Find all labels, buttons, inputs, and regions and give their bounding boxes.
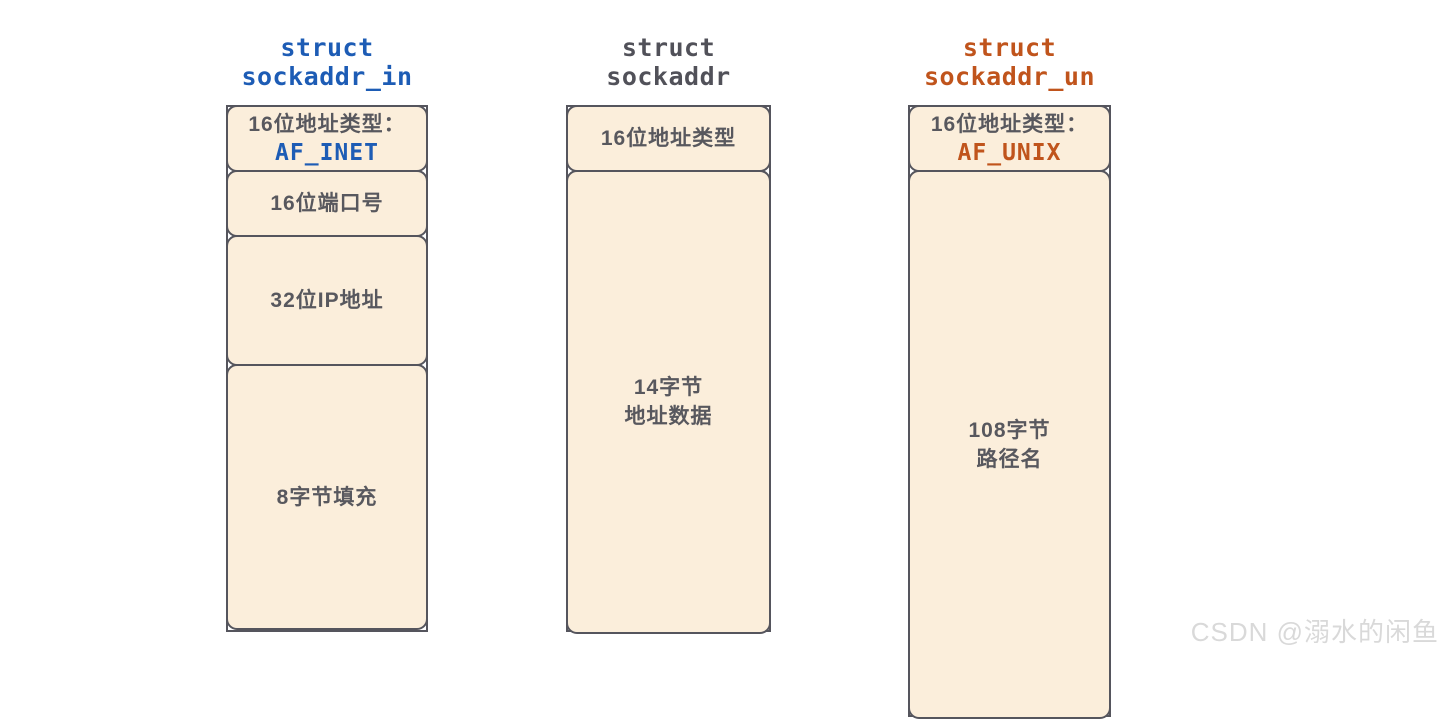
struct-box: 16位地址类型： AF_INET 16位端口号 32位IP地址 8字节填充 bbox=[226, 105, 428, 632]
field-label: 14字节 bbox=[633, 376, 704, 399]
field-constant: AF_UNIX bbox=[957, 139, 1062, 166]
field-label: 地址数据 bbox=[624, 405, 713, 428]
struct-field-cell: 16位地址类型： AF_INET bbox=[226, 105, 428, 172]
struct-field-cell: 8字节填充 bbox=[226, 364, 428, 630]
column-title-line: struct bbox=[621, 33, 716, 62]
field-label: 16位端口号 bbox=[270, 192, 384, 215]
column-title-line: struct bbox=[962, 33, 1057, 62]
field-label: 8字节填充 bbox=[276, 485, 378, 509]
struct-field-cell: 14字节地址数据 bbox=[566, 170, 771, 634]
column-title-line: sockaddr_un bbox=[923, 62, 1096, 91]
field-label: 108字节 bbox=[968, 418, 1051, 442]
field-label: 路径名 bbox=[976, 447, 1043, 471]
struct-field-cell: 108字节路径名 bbox=[908, 170, 1111, 719]
field-label: 16位地址类型 bbox=[600, 127, 737, 150]
struct-field-cell: 16位地址类型： AF_UNIX bbox=[908, 105, 1111, 172]
struct-field-cell: 32位IP地址 bbox=[226, 235, 428, 366]
field-constant: AF_INET bbox=[275, 139, 379, 166]
column-title-line: sockaddr bbox=[606, 62, 731, 91]
struct-field-cell: 16位端口号 bbox=[226, 170, 428, 237]
field-label: 32位IP地址 bbox=[270, 289, 384, 312]
column-title-line: struct bbox=[280, 33, 374, 62]
struct-field-cell: 16位地址类型 bbox=[566, 105, 771, 172]
column-title-line: sockaddr_in bbox=[241, 62, 413, 91]
watermark: CSDN @溺水的闲鱼 bbox=[1190, 617, 1439, 647]
field-label: 16位地址类型： bbox=[930, 112, 1089, 136]
field-label: 16位地址类型： bbox=[248, 112, 406, 136]
struct-box: 16位地址类型： AF_UNIX 108字节路径名 bbox=[908, 105, 1111, 719]
struct-box: 16位地址类型 14字节地址数据 bbox=[566, 105, 771, 634]
